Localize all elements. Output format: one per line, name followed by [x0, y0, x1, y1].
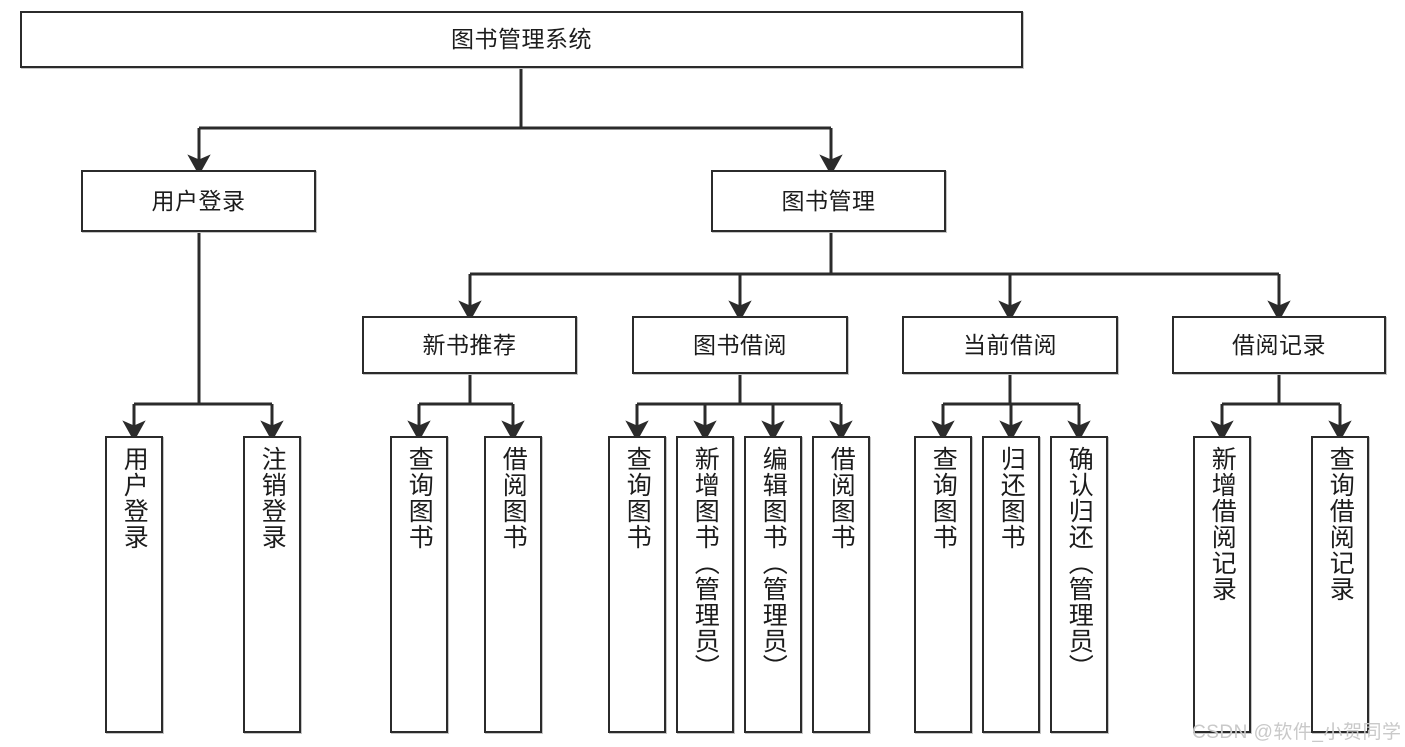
node-label: 新增图书（管理员）	[691, 446, 720, 680]
node-label: 图书管理系统	[451, 26, 592, 53]
node-label: 新书推荐	[422, 331, 517, 358]
leaf-record-query-record[interactable]: 查询借阅记录	[1311, 436, 1369, 733]
leaf-borrow-edit-book-admin[interactable]: 编辑图书（管理员）	[744, 436, 802, 733]
node-new-book-recommend[interactable]: 新书推荐	[362, 316, 577, 374]
leaf-recommend-query-book[interactable]: 查询图书	[390, 436, 448, 733]
node-label: 借阅图书	[827, 446, 856, 550]
leaf-borrow-borrow-book[interactable]: 借阅图书	[812, 436, 870, 733]
node-label: 用户登录	[151, 187, 246, 214]
leaf-borrow-add-book-admin[interactable]: 新增图书（管理员）	[676, 436, 734, 733]
leaf-current-return-book[interactable]: 归还图书	[982, 436, 1040, 733]
node-label: 注销登录	[258, 446, 287, 550]
leaf-current-query-book[interactable]: 查询图书	[914, 436, 972, 733]
node-label: 图书管理	[781, 187, 876, 214]
leaf-record-add-record[interactable]: 新增借阅记录	[1193, 436, 1251, 733]
leaf-user-logout[interactable]: 注销登录	[243, 436, 301, 733]
node-borrow-record[interactable]: 借阅记录	[1172, 316, 1386, 374]
leaf-current-confirm-return-admin[interactable]: 确认归还（管理员）	[1050, 436, 1108, 733]
node-label: 归还图书	[997, 446, 1026, 550]
node-label: 查询图书	[929, 446, 958, 550]
node-label: 当前借阅	[963, 331, 1057, 358]
watermark-text: CSDN @软件_小贺同学	[1192, 722, 1402, 743]
node-label: 查询图书	[623, 446, 652, 550]
node-book-management[interactable]: 图书管理	[711, 170, 946, 232]
node-label: 确认归还（管理员）	[1065, 446, 1094, 680]
node-current-borrow[interactable]: 当前借阅	[902, 316, 1118, 374]
node-label: 借阅图书	[499, 446, 528, 550]
leaf-recommend-borrow-book[interactable]: 借阅图书	[484, 436, 542, 733]
leaf-user-login[interactable]: 用户登录	[105, 436, 163, 733]
node-label: 编辑图书（管理员）	[759, 446, 788, 680]
node-label: 查询图书	[405, 446, 434, 550]
node-book-borrow[interactable]: 图书借阅	[632, 316, 848, 374]
node-root-system[interactable]: 图书管理系统	[20, 11, 1023, 68]
node-label: 用户登录	[120, 446, 149, 550]
leaf-borrow-query-book[interactable]: 查询图书	[608, 436, 666, 733]
node-label: 图书借阅	[693, 331, 787, 358]
node-label: 新增借阅记录	[1208, 446, 1237, 602]
node-user-login[interactable]: 用户登录	[81, 170, 316, 232]
node-label: 查询借阅记录	[1326, 446, 1355, 602]
node-label: 借阅记录	[1232, 331, 1326, 358]
